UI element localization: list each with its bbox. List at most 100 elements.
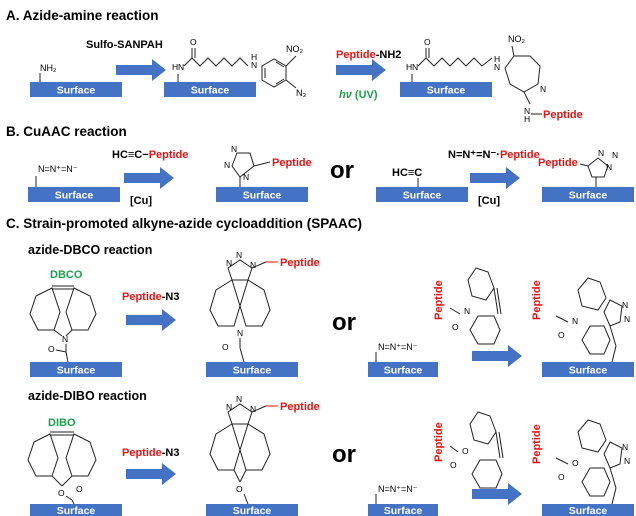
svg-text:Surface: Surface [57,85,96,97]
svg-text:O: O [450,460,457,470]
svg-text:H: H [172,62,178,72]
svg-text:Surface: Surface [403,190,442,202]
svg-text:O: O [462,446,469,456]
peptide-c3-vertical: Peptide [433,280,445,320]
svg-text:H: H [524,114,530,124]
triazole-b4-structure: N N N Peptide [538,148,618,187]
peptide-c6: Peptide [280,401,320,413]
arrow-a1 [116,59,166,81]
svg-text:N: N [572,316,578,326]
svg-text:O: O [558,330,565,340]
svg-text:N: N [412,62,418,72]
cu-b2: [Cu] [478,195,500,207]
svg-text:Surface: Surface [569,190,608,202]
surface-c6: Surface [206,504,298,516]
svg-text:H: H [494,54,500,64]
svg-text:Surface: Surface [384,505,423,516]
svg-text:N: N [250,260,256,270]
svg-text:O: O [58,488,65,498]
alkyne-b3: HC≡C [392,167,422,179]
svg-text:N: N [224,160,230,170]
peptide-dibo-reagent: Peptide O O [433,411,504,489]
section-b-title: B. CuAAC reaction [6,124,127,139]
svg-text:O: O [558,472,565,482]
peptide-b2: Peptide [272,157,312,169]
svg-text:H: H [251,52,257,62]
svg-text:Surface: Surface [243,190,282,202]
surface-b1: Surface [28,187,120,202]
azide-c3: N=N⁺=N⁻ [378,342,418,352]
svg-text:N: N [540,84,546,94]
azide-dbco-title: azide-DBCO reaction [28,243,152,257]
svg-text:O: O [222,342,229,352]
surface-a1: Surface [30,82,122,97]
svg-text:Surface: Surface [427,85,466,97]
section-c-title: C. Strain-promoted alkyne-azide cycloadd… [6,216,362,231]
amine-label: NH₂ [40,63,57,73]
svg-text:N: N [236,250,242,260]
peptide-nh2-label: Peptide-NH2 [336,49,401,61]
cu-b1: [Cu] [130,195,152,207]
svg-text:O: O [48,344,55,354]
svg-text:N: N [598,148,604,158]
surface-c3: Surface [368,362,438,377]
svg-text:N: N [624,456,630,466]
svg-text:N: N [612,150,618,160]
svg-text:N: N [524,106,530,116]
azide-peptide-b3: N=N⁺=N⁻·Peptide [448,149,540,161]
surface-c7: Surface [368,504,438,516]
surface-c1: Surface [30,362,122,377]
svg-text:O: O [76,484,83,494]
svg-text:N: N [622,442,628,452]
svg-text:N: N [606,162,612,172]
or-b: or [330,157,354,184]
svg-text:Surface: Surface [569,365,608,377]
svg-text:Surface: Surface [569,505,608,516]
peptide-c4-vertical: Peptide [531,280,543,320]
svg-text:N₃: N₃ [296,88,306,98]
surface-a3: Surface [400,82,492,97]
svg-text:N: N [250,404,256,414]
peptide-dbco-reagent: Peptide N O [433,267,502,345]
svg-text:N: N [243,172,249,182]
dbco-triazole-product-c4: Peptide N N N O [531,277,630,363]
surface-c4: Surface [542,362,634,377]
peptide-c8-vertical: Peptide [531,424,543,464]
triazole-b2-structure: N N N Peptide [224,144,312,187]
surface-c2: Surface [206,362,298,377]
azide-dibo-title: azide-DIBO reaction [28,389,147,403]
peptide-a3: Peptide [543,109,583,121]
azepine-product-structure: H N O H N NO₂ N N H Peptide [406,34,583,124]
svg-text:N: N [237,328,243,338]
svg-text:N: N [178,62,184,72]
svg-text:N: N [464,306,470,316]
peptide-n3-c1: Peptide-N3 [122,291,179,303]
svg-text:Surface: Surface [57,505,96,516]
peptide-c2: Peptide [280,257,320,269]
svg-text:O: O [572,458,579,468]
svg-text:Surface: Surface [191,85,230,97]
dbco-label: DBCO [50,269,83,281]
peptide-c7-vertical: Peptide [433,422,445,462]
svg-text:H: H [406,62,412,72]
or-c1: or [332,309,356,336]
svg-text:N: N [231,144,237,154]
svg-text:Surface: Surface [233,365,272,377]
dbco-structure: N O [29,285,97,363]
svg-text:N: N [251,60,257,70]
svg-text:O: O [190,37,197,47]
sulfo-sanpah-label: Sulfo-SANPAH [86,39,163,51]
azide-c7: N=N⁺=N⁻ [378,484,418,494]
peptide-b4: Peptide [538,157,578,169]
svg-text:N: N [494,62,500,72]
arrow-b2 [470,167,520,189]
svg-text:N: N [62,334,68,344]
dibo-structure: O O [27,431,97,505]
section-a-title: A. Azide-amine reaction [6,8,159,23]
arrow-c1 [126,309,176,331]
svg-text:Surface: Surface [384,365,423,377]
arrow-a2 [336,59,386,81]
surface-a2: Surface [164,82,256,97]
svg-text:N: N [226,258,232,268]
